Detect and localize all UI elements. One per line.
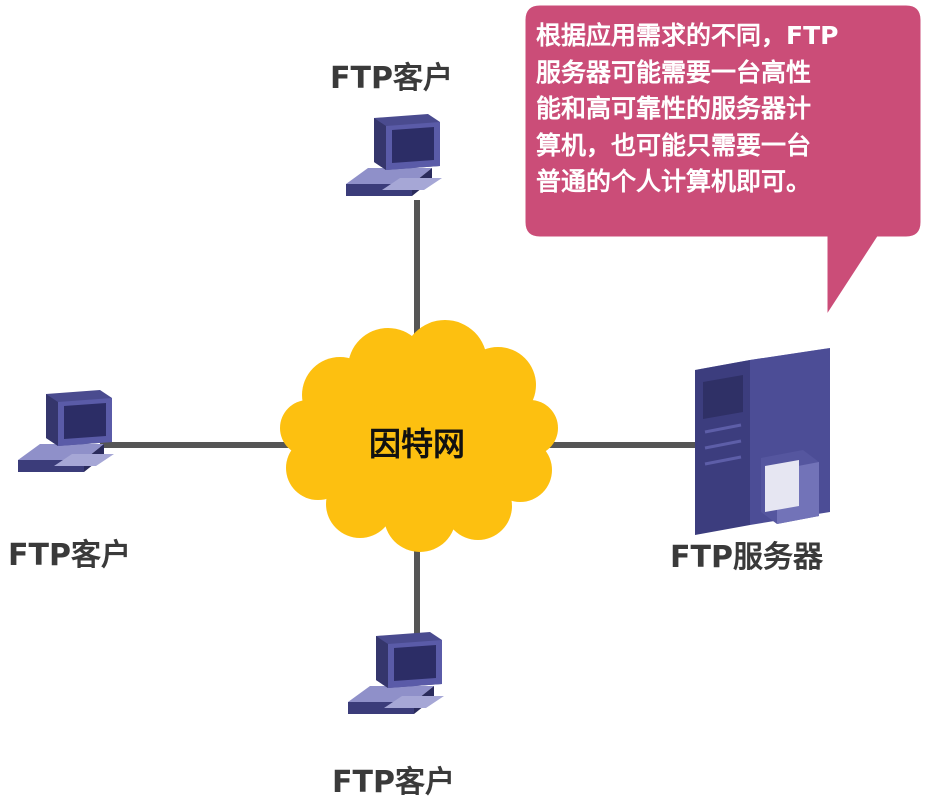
folder-icon: [761, 450, 819, 524]
left-client-label: FTP客户: [8, 538, 131, 573]
callout-line: 算机，也可能只需要一台: [536, 130, 812, 160]
client-computer-icon: [18, 390, 114, 472]
callout-text: 根据应用需求的不同，FTP 服务器可能需要一台高性 能和高可靠性的服务器计 算机…: [536, 18, 916, 201]
top-client-label: FTP客户: [330, 61, 453, 96]
internet-label: 因特网: [368, 425, 465, 463]
bottom-client-label: FTP客户: [332, 765, 455, 800]
server-icon: [695, 348, 830, 535]
callout-line: 根据应用需求的不同，FTP: [536, 21, 839, 50]
computer-icon-top: [346, 114, 442, 196]
client-computer-icon: [348, 632, 444, 714]
internet-cloud: [280, 320, 558, 552]
callout-bubble: [522, 2, 924, 324]
client-computer-icon: [346, 114, 442, 196]
connector-lines: [100, 200, 705, 650]
server-label: FTP服务器: [670, 540, 823, 575]
computer-icon-bottom: [348, 632, 444, 714]
callout-line: 能和高可靠性的服务器计: [536, 94, 812, 123]
computer-icon-left: [18, 390, 114, 472]
callout-line: 服务器可能需要一台高性: [536, 57, 812, 87]
callout-line: 普通的个人计算机即可。: [536, 167, 812, 196]
